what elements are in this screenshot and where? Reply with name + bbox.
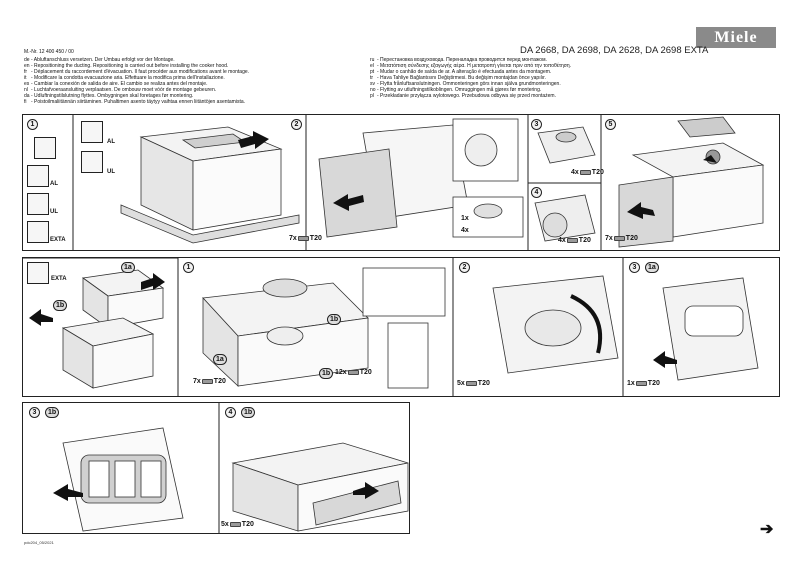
- extractor-hood-exta-icon: [27, 262, 49, 284]
- direction-arrows: [53, 482, 379, 501]
- language-row-da: da- Udluftningstilslutning flyttes. Omby…: [24, 93, 194, 99]
- hood-drawing-row2-step2: [492, 275, 619, 374]
- screw-icon: [347, 370, 359, 375]
- step-3-badge: 3: [531, 119, 542, 130]
- ring-count: 1x: [461, 215, 469, 222]
- language-list-right: ru- Перестановка воздуховода. Переналадк…: [370, 57, 571, 99]
- instructions-book-icon: [34, 137, 56, 159]
- step-5-badge: 5: [605, 119, 616, 130]
- language-row-el: el- Μετατόπιση σύνδεσης εξαγωγής αέρα. Η…: [370, 63, 572, 69]
- document-number: M.-Nr. 12 400 450 / 00: [24, 49, 74, 55]
- miele-logo: Miele: [696, 27, 776, 48]
- hood-drawing-row2-step1: [202, 267, 446, 389]
- hood-drawing-step3: [537, 126, 596, 164]
- next-page-arrow-icon: ➔: [760, 521, 774, 538]
- step-1b-badge: 1b: [241, 407, 256, 418]
- hood-drawing-exta: [61, 269, 165, 389]
- row3-drawings: [53, 403, 409, 533]
- language-row-fi: fi- Poistoilmaliitännän siirtäminen. Puh…: [24, 99, 246, 105]
- direction-arrows: [29, 273, 677, 368]
- step-1a-badge: 1a: [213, 354, 227, 365]
- language-row-it: it- Modificare la condotta evacuazione a…: [24, 75, 225, 81]
- mode-al-label: AL: [50, 181, 58, 187]
- mode-exta-label: EXTA: [50, 237, 66, 243]
- step-1-badge: 1: [27, 119, 38, 130]
- mode-exta-label: EXTA: [51, 276, 67, 282]
- extractor-hood-al-icon: [27, 165, 49, 187]
- hood-drawing-step5: [618, 116, 765, 248]
- language-row-ru: ru- Перестановка воздуховода. Переналадк…: [370, 57, 547, 63]
- step-1b-badge: 1b: [53, 300, 68, 311]
- hood-drawing-step4: [534, 194, 596, 242]
- screw-icon: [613, 236, 625, 241]
- language-row-sv: sv- Flytta frånluftsanslutningen. Ommont…: [370, 81, 561, 87]
- language-row-pl: pl- Przekładanie przyłącza wylotowego. P…: [370, 93, 556, 99]
- step-4-badge: 4: [225, 407, 236, 418]
- hood-drawing-row3-step3: [62, 427, 184, 532]
- step-3-badge: 3: [29, 407, 40, 418]
- screw-icon: [635, 381, 647, 386]
- language-row-es: es- Cambiar la conexión de salida de air…: [24, 81, 208, 87]
- language-row-de: de- Abluftanschluss versetzen. Der Umbau…: [24, 57, 175, 63]
- step-1a-badge: 1a: [121, 262, 135, 273]
- hood-drawing-step1: [120, 126, 300, 244]
- document-footer-code: pdc204_05/2021: [24, 540, 54, 545]
- model-list: DA 2668, DA 2698, DA 2628, DA 2698 EXTA: [520, 45, 709, 56]
- hood-drawing-row2-step3: [662, 277, 759, 381]
- step-1b-badge: 1b: [319, 368, 334, 379]
- clips-count: 4x: [461, 227, 469, 234]
- screw-icon: [465, 381, 477, 386]
- row2-drawings: [23, 258, 759, 396]
- direction-arrows: [238, 131, 717, 219]
- step-1b-badge: 1b: [327, 314, 342, 325]
- extractor-hood-ul-icon: [81, 151, 103, 173]
- screw-icon: [297, 236, 309, 241]
- step-1b-badge: 1b: [45, 407, 60, 418]
- step-2-badge: 2: [459, 262, 470, 273]
- mode-ul-label: UL: [50, 209, 58, 215]
- step-1-badge: 1: [183, 262, 194, 273]
- mode-ul-label: UL: [107, 169, 115, 175]
- screw-icon: [579, 170, 591, 175]
- step-2-badge: 2: [291, 119, 302, 130]
- hood-drawing-row3-step4: [231, 442, 409, 532]
- hood-drawing-step2: [318, 118, 524, 238]
- language-row-en: en- Repositioning the ducting. Repositio…: [24, 63, 229, 69]
- language-list-left: de- Abluftanschluss versetzen. Der Umbau…: [24, 57, 249, 105]
- language-row-no: no- Flytting av utluftningstilkoblingen.…: [370, 87, 542, 93]
- language-row-nl: nl- Luchtafvoeraansluiting verplaatsen. …: [24, 87, 217, 93]
- language-row-pt: pt- Mudar o canhão de saída de ar. A alt…: [370, 69, 552, 75]
- mode-al-label: AL: [107, 139, 115, 145]
- step-1a-badge: 1a: [645, 262, 659, 273]
- screw-icon: [229, 522, 241, 527]
- step-3-badge: 3: [629, 262, 640, 273]
- extractor-hood-al-icon: [81, 121, 103, 143]
- step-4-badge: 4: [531, 187, 542, 198]
- extractor-hood-exta-icon: [27, 221, 49, 243]
- row1-drawings: [72, 115, 765, 250]
- extractor-hood-ul-icon: [27, 193, 49, 215]
- language-row-tr: tr- Hava Tahliye Bağlantısını Değiştirme…: [370, 75, 546, 81]
- language-row-fr: fr- Déplacement du raccordement d'évacua…: [24, 69, 250, 75]
- screw-icon: [566, 238, 578, 243]
- screw-icon: [201, 379, 213, 384]
